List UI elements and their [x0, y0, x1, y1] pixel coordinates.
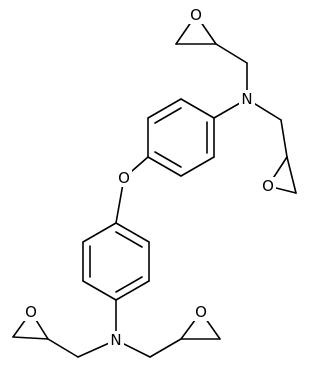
atom-label-epoxide-oxygen-3: O [23, 303, 39, 321]
svg-text:O: O [25, 303, 37, 321]
svg-text:O: O [118, 169, 130, 187]
ether-bridge-bonds [115, 156, 149, 224]
atom-label-ether-oxygen: O [116, 169, 132, 187]
svg-text:O: O [195, 303, 207, 321]
upper-benzene-ring [147, 98, 215, 177]
svg-text:N: N [110, 331, 121, 349]
atom-label-bottom-nitrogen: N [108, 331, 124, 349]
atom-label-epoxide-oxygen-2: O [260, 177, 276, 195]
atom-label-epoxide-oxygen-1: O [188, 6, 204, 24]
svg-text:O: O [190, 6, 202, 24]
svg-text:O: O [262, 177, 274, 195]
atom-label-top-nitrogen: N [239, 90, 255, 108]
svg-text:N: N [241, 90, 252, 108]
atom-label-epoxide-oxygen-4: O [193, 303, 209, 321]
lower-benzene-ring [82, 222, 150, 301]
chemical-structure-diagram: O O O O O N N [12, 6, 297, 358]
